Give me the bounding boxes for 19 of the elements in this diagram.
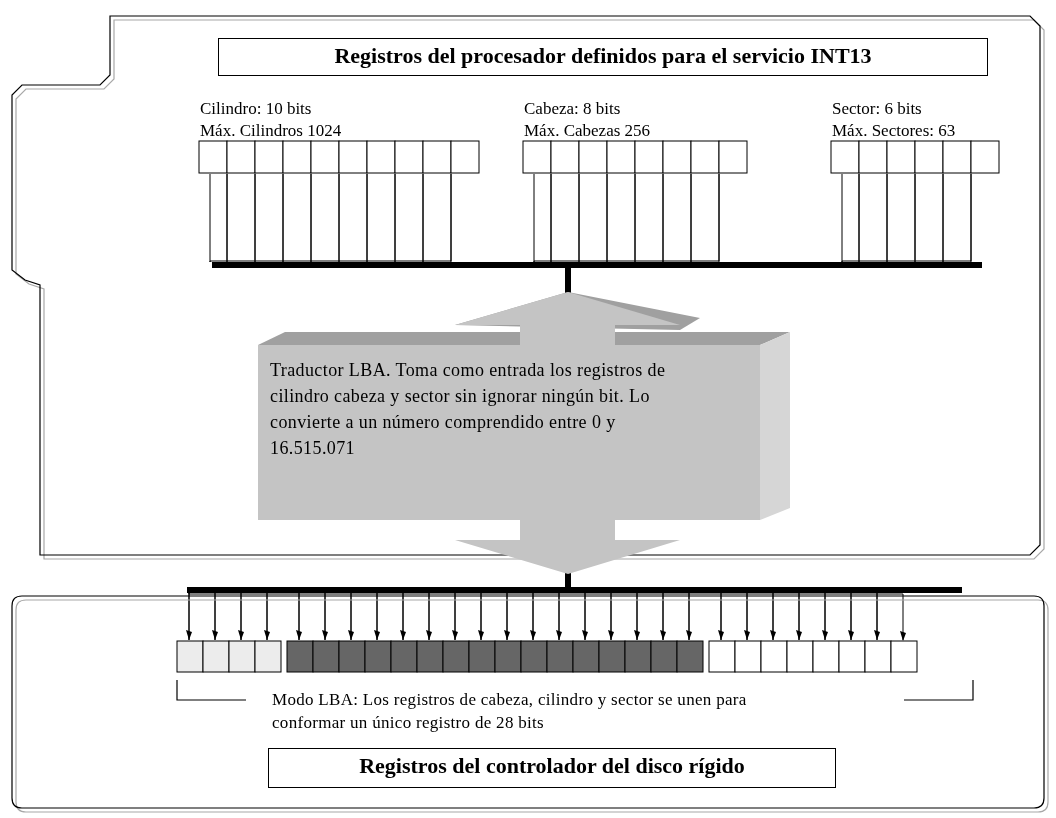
register-max-label: Máx. Sectores: 63 (832, 120, 956, 142)
bus-bar (212, 262, 982, 268)
bus-lines (209, 173, 452, 263)
bus-lines (533, 173, 720, 263)
register-caption: Modo LBA: Los registros de cabeza, cilindro y sector se unen para conformar un único registro de 28 bits (272, 689, 748, 734)
register-max-label: Máx. Cabezas 256 (524, 120, 651, 142)
register-max-label: Máx. Cilindros 1024 (200, 120, 342, 142)
bus-lines (841, 173, 972, 263)
connector-line (565, 573, 571, 587)
bus-arrows (186, 592, 906, 641)
translator-text: Traductor LBA. Toma como entrada los registros de cilindro cabeza y sector sin ignorar ningún bit. Lo convierte a un número comprendido entre 0 y 16.515.071 (270, 359, 667, 460)
register-label: Sector: 6 bits (832, 98, 923, 120)
register-label: Cabeza: 8 bits (524, 98, 622, 120)
bus-bar (187, 587, 962, 593)
panel (12, 596, 1044, 808)
panel-title: Registros del procesador definidos para el servicio INT13 (218, 38, 988, 76)
connector-line (565, 268, 571, 293)
register-label: Cilindro: 10 bits (200, 98, 313, 120)
panel-title: Registros del controlador del disco rígido (268, 748, 836, 788)
